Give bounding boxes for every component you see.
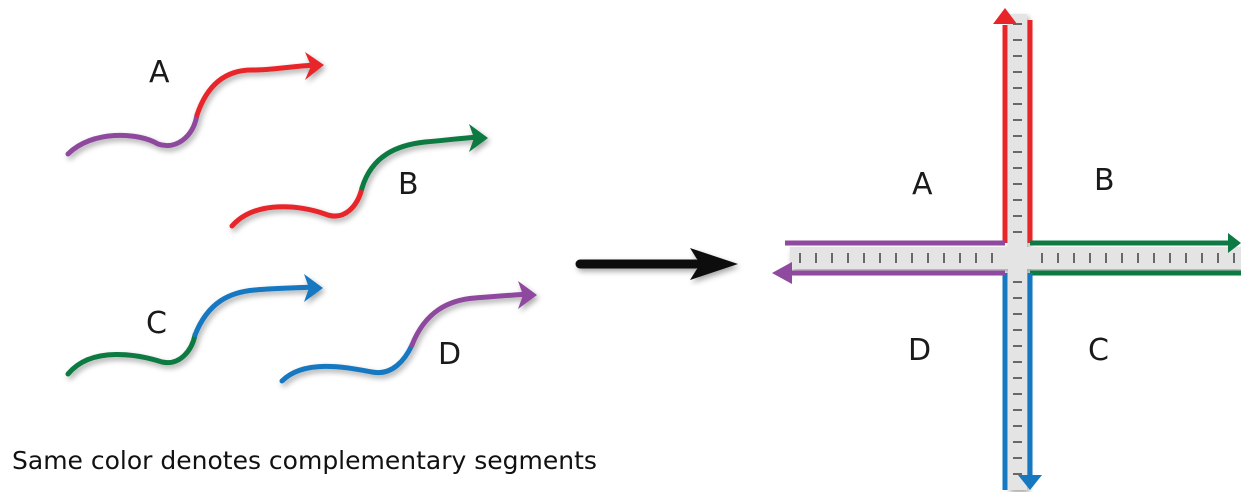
- strand-d-arrowhead: [518, 281, 537, 309]
- junction-ticks: [799, 23, 1235, 475]
- strand-label-d: D: [438, 337, 461, 372]
- transition-arrow: [575, 248, 738, 280]
- strand-label-c: C: [146, 306, 167, 341]
- strand-b: [229, 124, 488, 229]
- junction-label-d: D: [908, 333, 931, 368]
- transition-arrow-head: [690, 248, 738, 280]
- junction-arrowhead-up: [993, 8, 1017, 24]
- junction-label-c: C: [1088, 333, 1109, 368]
- strand-label-a: A: [149, 55, 170, 90]
- strand-a: [65, 52, 324, 157]
- junction-backbone: [790, 14, 1241, 490]
- strand-c-right-segment: [192, 284, 318, 338]
- strand-b-left-segment: [229, 185, 365, 229]
- junction-arrowhead-left: [772, 262, 792, 284]
- strand-a-right-segment: [194, 62, 321, 118]
- strand-b-right-segment: [359, 134, 483, 191]
- strand-a-arrowhead: [305, 52, 324, 80]
- strand-a-left-segment: [65, 112, 200, 157]
- strand-b-arrowhead: [469, 124, 488, 152]
- junction-arrowhead-down: [1018, 475, 1042, 490]
- strand-c-arrowhead: [304, 274, 323, 302]
- junction-label-a: A: [912, 167, 933, 202]
- strand-c-left-segment: [65, 332, 198, 377]
- strand-d-left-segment: [279, 342, 415, 384]
- junction-label-b: B: [1094, 163, 1115, 198]
- strand-label-b: B: [398, 167, 419, 202]
- junction-arrowhead-right: [1228, 233, 1241, 253]
- caption: Same color denotes complementary segment…: [12, 446, 597, 475]
- junction-backbone-horizontal: [790, 247, 1241, 269]
- strand-c: [65, 274, 323, 377]
- four-way-junction: A B C D: [772, 8, 1241, 490]
- strand-d: [279, 281, 537, 384]
- strand-d-right-segment: [409, 291, 533, 348]
